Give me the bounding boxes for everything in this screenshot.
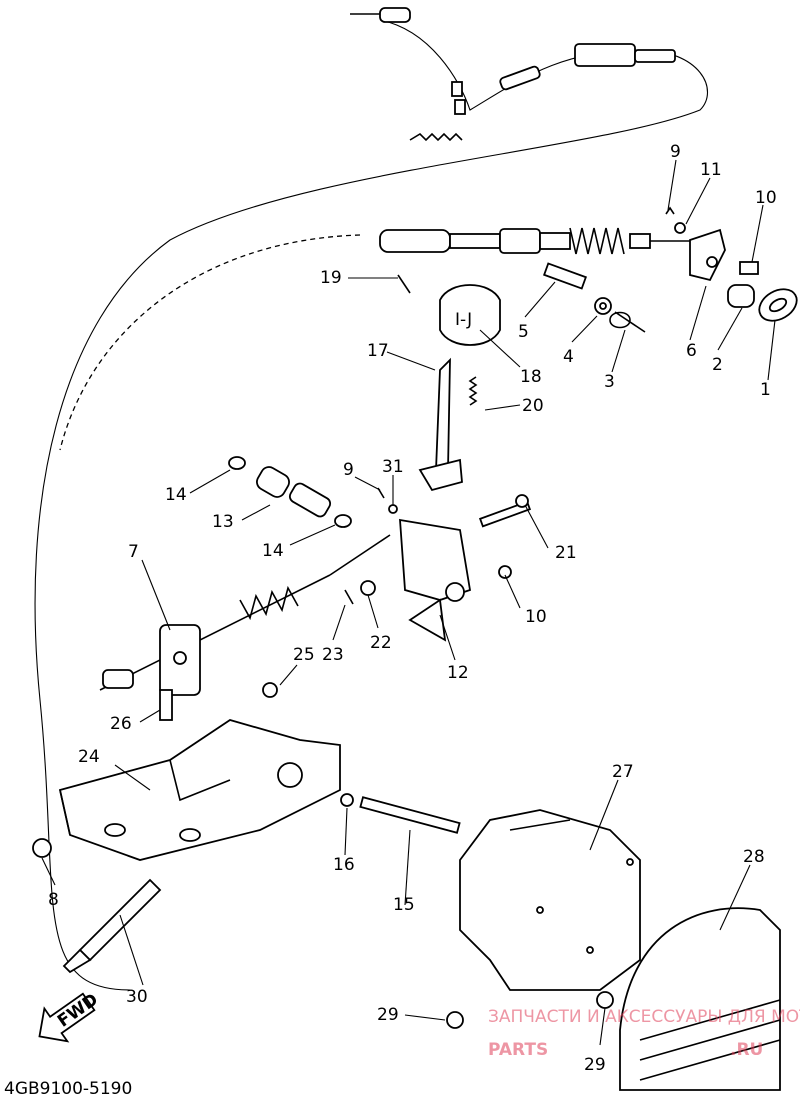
callout-10-mid: 10 xyxy=(525,607,547,627)
watermark: ЗАПЧАСТИ И АКСЕССУАРЫ ДЛЯ МОТОТЕХНИКИ PA… xyxy=(488,1007,800,1060)
callout-7: 7 xyxy=(128,542,139,562)
callout-20: 20 xyxy=(522,396,544,416)
callout-11: 11 xyxy=(700,160,722,180)
upper-cable-fittings xyxy=(350,7,676,142)
callout-14-top: 14 xyxy=(165,485,187,505)
fwd-label: FWD xyxy=(54,990,102,1032)
callout-19: 19 xyxy=(320,268,342,288)
svg-text:I-J: I-J xyxy=(455,310,472,330)
mount-bracket xyxy=(32,682,461,861)
drawing-code: 4GB9100-5190 xyxy=(4,1079,132,1099)
callout-18: 18 xyxy=(520,367,542,387)
callout-21: 21 xyxy=(555,543,577,563)
watermark-brand: PARTS xyxy=(488,1040,548,1060)
callout-31: 31 xyxy=(382,457,404,477)
callout-16: 16 xyxy=(333,855,355,875)
callout-1: 1 xyxy=(760,380,771,400)
callout-12: 12 xyxy=(447,663,469,683)
callout-22: 22 xyxy=(370,633,392,653)
shift-rod xyxy=(62,878,162,974)
callout-6: 6 xyxy=(686,341,697,361)
callout-24: 24 xyxy=(78,747,100,767)
callout-27: 27 xyxy=(612,762,634,782)
callout-29-right: 29 xyxy=(584,1055,606,1075)
callout-29-left: 29 xyxy=(377,1005,399,1025)
callout-17: 17 xyxy=(367,341,389,361)
callout-15: 15 xyxy=(393,895,415,915)
callout-5: 5 xyxy=(518,322,529,342)
callout-2: 2 xyxy=(712,355,723,375)
callout-14-mid: 14 xyxy=(262,541,284,561)
lower-shift-cable xyxy=(99,456,352,696)
cover-plate xyxy=(446,809,641,1029)
callout-23: 23 xyxy=(322,645,344,665)
shift-arm-bracket xyxy=(329,487,532,642)
upper-throttle-cable xyxy=(59,227,700,451)
callout-9-mid: 9 xyxy=(343,460,354,480)
leader-lines xyxy=(41,159,776,1046)
callout-28: 28 xyxy=(743,847,765,867)
cable-adjuster-parts xyxy=(543,206,798,333)
callout-9-top: 9 xyxy=(670,142,681,162)
fwd-arrow-icon: FWD xyxy=(38,990,102,1043)
shift-lever-assembly: I-J xyxy=(397,274,501,492)
callout-8: 8 xyxy=(48,890,59,910)
belt-cover xyxy=(619,907,781,1091)
callout-26: 26 xyxy=(110,714,132,734)
callout-30: 30 xyxy=(126,987,148,1007)
callout-10-top: 10 xyxy=(755,188,777,208)
callout-3: 3 xyxy=(604,372,615,392)
callout-13: 13 xyxy=(212,512,234,532)
watermark-suffix: .RU xyxy=(730,1040,763,1060)
callout-labels: 9 11 10 19 5 4 6 2 3 1 17 18 20 9 31 14 … xyxy=(48,142,777,1075)
watermark-subtitle: ЗАПЧАСТИ И АКСЕССУАРЫ ДЛЯ МОТОТЕХНИКИ xyxy=(488,1007,800,1027)
callout-25: 25 xyxy=(293,645,315,665)
callout-4: 4 xyxy=(563,347,574,367)
